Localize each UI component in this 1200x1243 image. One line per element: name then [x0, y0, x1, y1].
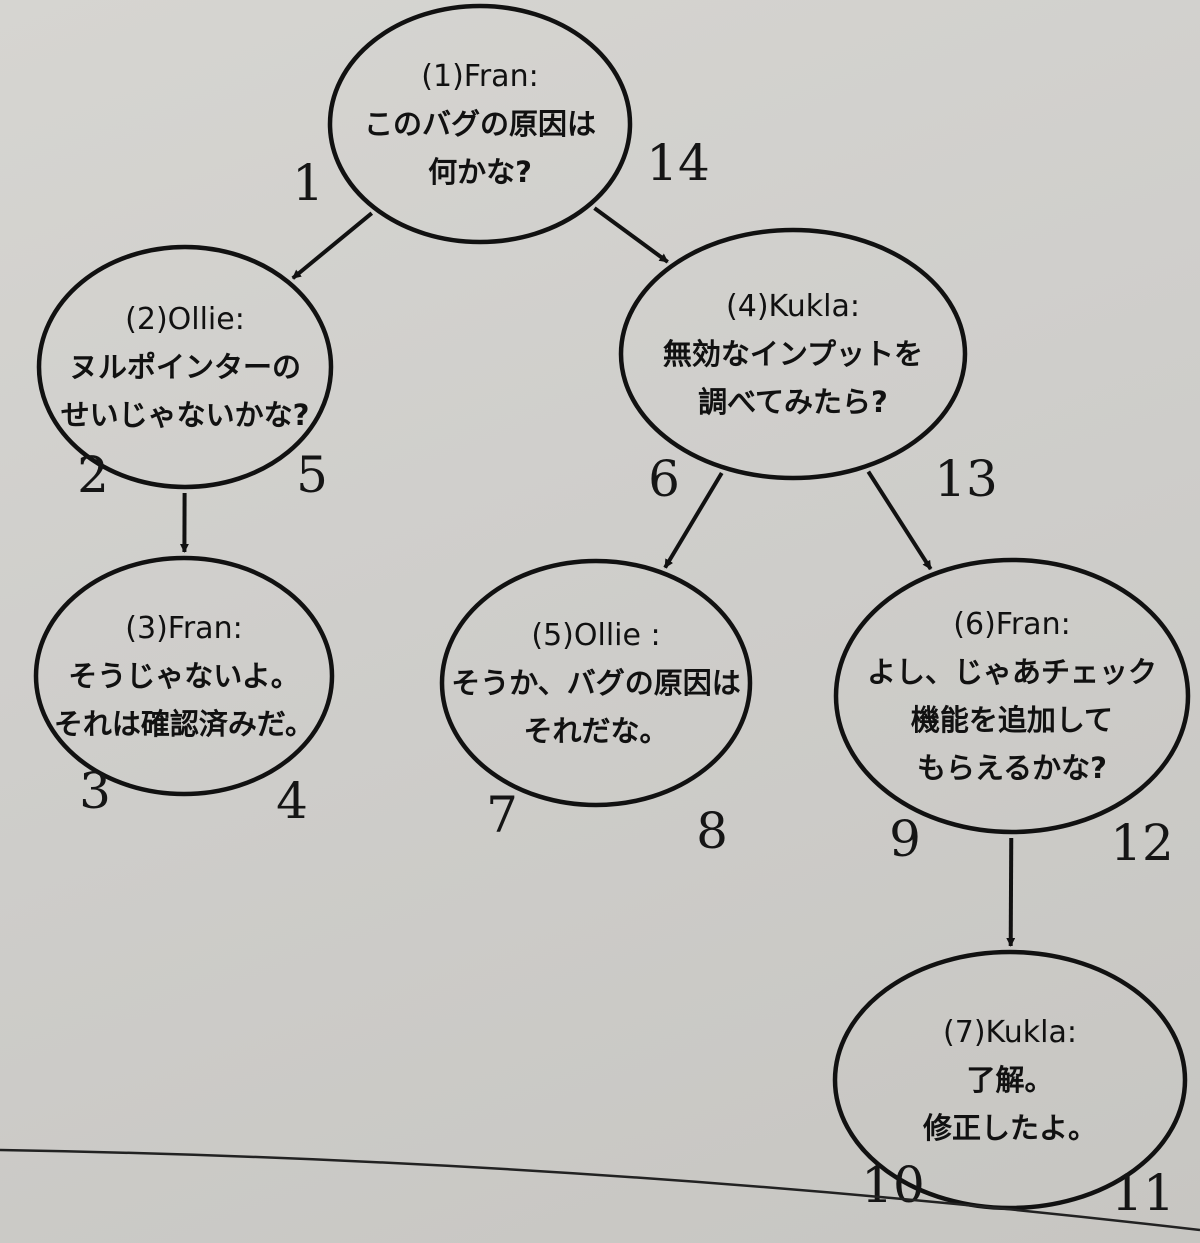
node-3-title: (3)Fran:: [125, 611, 242, 646]
node-3-ellipse: [33, 555, 335, 797]
node-2-line-2: せいじゃないかな?: [61, 398, 310, 432]
node-5-right-number: 8: [696, 802, 728, 860]
node-6-left-number: 9: [889, 810, 921, 868]
node-7-line-1: 了解。: [966, 1063, 1053, 1097]
node-4-right-number: 13: [934, 450, 998, 508]
node-1-left-number: 1: [292, 154, 324, 212]
traversal-numbers-layer: 1 14 2 5 3 4 6 13 7 8 9 12 10 11: [77, 134, 1175, 1222]
node-3: (3)Fran: そうじゃないよ。それは確認済みだ。: [33, 555, 335, 797]
edge-4-to-6: [866, 470, 933, 571]
node-4-ellipse: [618, 227, 968, 481]
node-1-right-number: 14: [646, 134, 710, 192]
node-2-left-number: 2: [77, 446, 109, 504]
node-5-left-number: 7: [486, 786, 518, 844]
node-6-ellipse: [833, 557, 1191, 835]
node-2-right-number: 5: [296, 446, 328, 504]
node-3-left-number: 3: [79, 762, 111, 820]
node-6-line-1: よし、じゃあチェック: [867, 655, 1157, 689]
node-3-line-2: それは確認済みだ。: [54, 707, 314, 741]
node-7: (7)Kukla: 了解。修正したよ。: [832, 949, 1188, 1211]
edge-1-to-2: [291, 211, 374, 280]
page-curve-line: [0, 1148, 1200, 1232]
node-4-line-2: 調べてみたら?: [698, 385, 888, 419]
node-7-right-number: 11: [1111, 1164, 1175, 1222]
node-1-line-1: このバグの原因は: [364, 107, 596, 141]
node-2-line-1: ヌルポインターの: [69, 350, 301, 384]
node-2-ellipse: [36, 244, 334, 490]
node-1-title: (1)Fran:: [421, 59, 538, 94]
node-5-line-2: それだな。: [523, 714, 668, 748]
node-5-title: (5)Ollie :: [531, 618, 660, 653]
node-1-line-2: 何かな?: [428, 155, 532, 189]
node-6-line-2: 機能を追加して: [911, 703, 1113, 737]
node-4-title: (4)Kukla:: [726, 289, 860, 324]
edge-1-to-4: [593, 206, 669, 264]
node-5-ellipse: [439, 558, 753, 808]
node-6-line-3: もらえるかな?: [917, 751, 1107, 785]
node-1-ellipse: [327, 3, 633, 245]
node-4-line-1: 無効なインプットを: [663, 337, 923, 371]
node-7-line-2: 修正したよ。: [922, 1111, 1097, 1145]
node-5-line-1: そうか、バグの原因は: [451, 666, 740, 700]
node-6-right-number: 12: [1110, 814, 1174, 872]
edge-6-to-7: [1006, 837, 1016, 947]
edges-layer: [179, 206, 1016, 947]
edge-4-to-5: [663, 471, 724, 569]
node-2-title: (2)Ollie:: [125, 302, 245, 337]
node-4-left-number: 6: [648, 450, 680, 508]
node-7-left-number: 10: [861, 1156, 925, 1214]
node-7-ellipse: [832, 949, 1188, 1211]
node-6-title: (6)Fran:: [953, 607, 1070, 642]
node-3-line-1: そうじゃないよ。: [68, 659, 299, 693]
node-7-title: (7)Kukla:: [943, 1015, 1077, 1050]
node-3-right-number: 4: [276, 772, 308, 830]
